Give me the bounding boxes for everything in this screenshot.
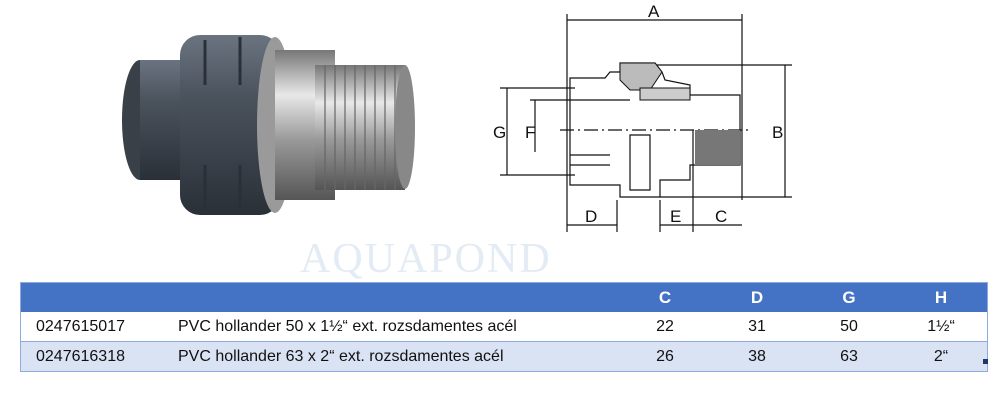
header-description <box>177 282 619 312</box>
header-h: H <box>895 282 988 312</box>
technical-drawing: A B C D E F G <box>493 2 792 232</box>
label-b: B <box>772 123 783 142</box>
label-g: G <box>493 123 506 142</box>
label-c: C <box>715 207 727 226</box>
table-row: 0247615017 PVC hollander 50 x 1½“ ext. r… <box>20 312 988 342</box>
value-g: 63 <box>803 341 895 372</box>
table-resize-handle[interactable] <box>983 359 988 364</box>
value-c: 26 <box>619 341 711 372</box>
product-table: C D G H 0247615017 PVC hollander 50 x 1½… <box>20 282 988 372</box>
watermark: AQUAPOND <box>300 236 552 282</box>
value-d: 31 <box>711 312 803 342</box>
value-d: 38 <box>711 341 803 372</box>
value-c: 22 <box>619 312 711 342</box>
label-d: D <box>585 207 597 226</box>
table-row: 0247616318 PVC hollander 63 x 2“ ext. ro… <box>20 341 988 372</box>
product-description: PVC hollander 63 x 2“ ext. rozsdamentes … <box>177 341 619 372</box>
value-h: 2“ <box>895 341 988 372</box>
table-header-row: C D G H <box>20 282 988 312</box>
label-e: E <box>670 207 681 226</box>
product-description: PVC hollander 50 x 1½“ ext. rozsdamentes… <box>177 312 619 342</box>
header-code <box>20 282 177 312</box>
value-h: 1½“ <box>895 312 988 342</box>
product-photo <box>122 35 415 215</box>
product-code: 0247616318 <box>20 341 177 372</box>
header-d: D <box>711 282 803 312</box>
value-g: 50 <box>803 312 895 342</box>
header-g: G <box>803 282 895 312</box>
label-a: A <box>648 2 660 21</box>
product-code: 0247615017 <box>20 312 177 342</box>
header-c: C <box>619 282 711 312</box>
label-f: F <box>525 123 535 142</box>
